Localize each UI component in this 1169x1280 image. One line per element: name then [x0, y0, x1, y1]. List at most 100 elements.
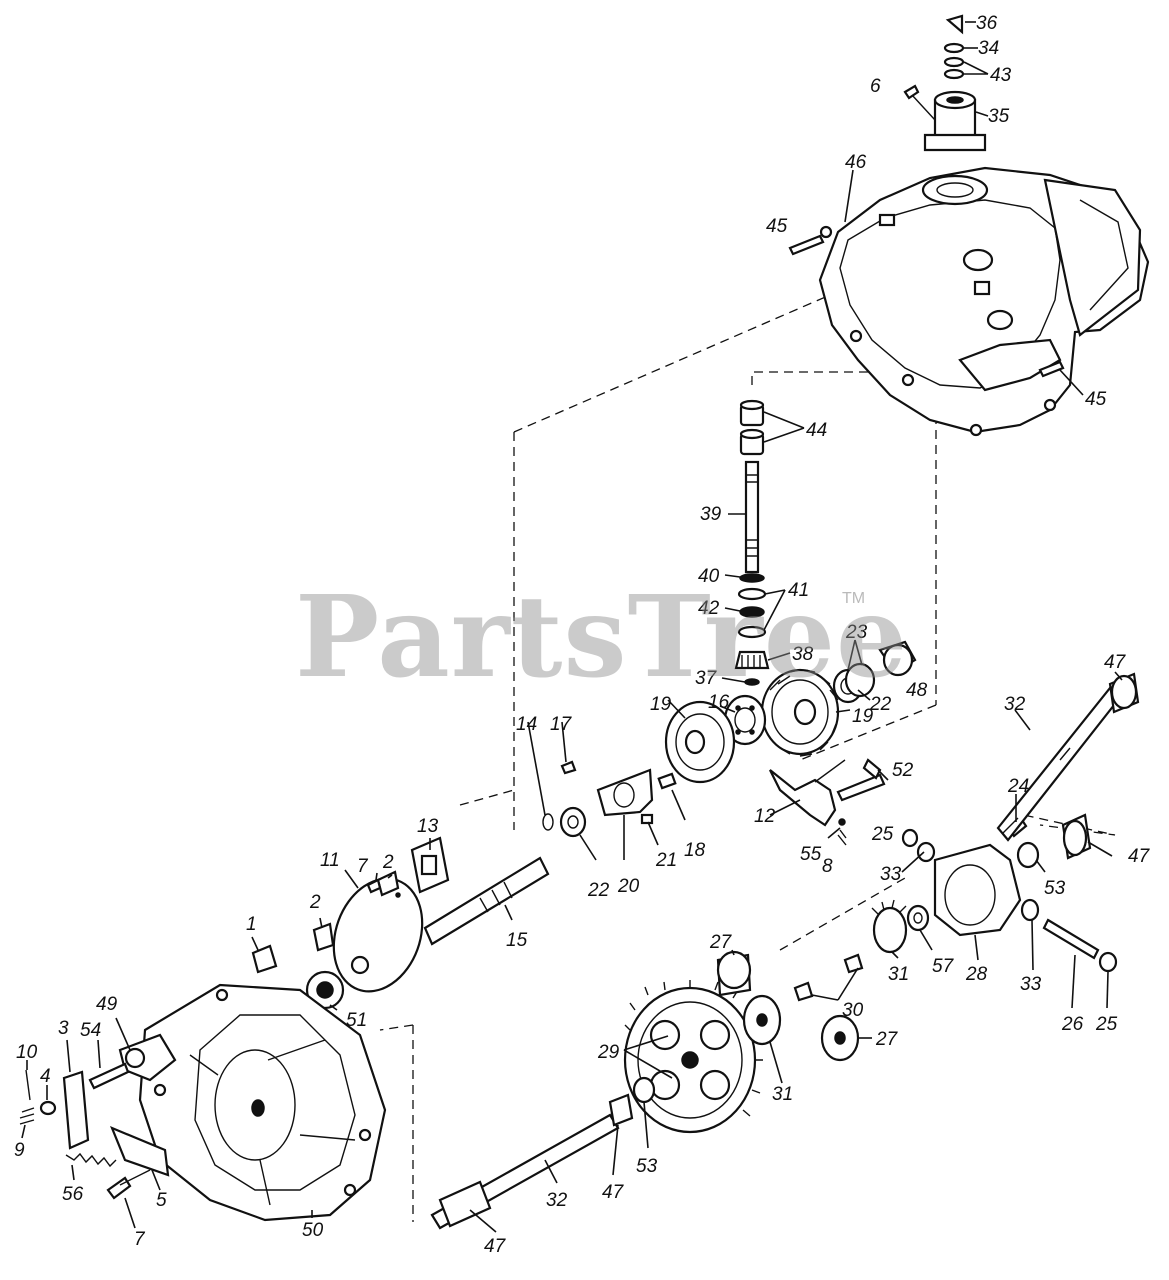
callout-7-lower: 7: [134, 1229, 146, 1250]
clip-2-upper: [376, 870, 400, 897]
callout-6: 6: [870, 76, 881, 97]
callout-27-lower: 27: [875, 1029, 899, 1050]
shaft-15: [423, 856, 550, 946]
callout-2-lower: 2: [309, 892, 321, 913]
callout-57: 57: [932, 956, 955, 977]
sprocket-27-lower: [820, 1014, 860, 1062]
gear-16: [723, 694, 767, 746]
pins-18-21: [640, 772, 677, 825]
washers-22-23: [832, 662, 876, 704]
friction-disc-11: [332, 877, 424, 993]
callout-19-bevel: 19: [852, 706, 874, 727]
bushing-47-lower: [608, 1093, 634, 1127]
callout-12: 12: [754, 806, 776, 827]
callout-49: 49: [96, 994, 118, 1015]
shift-fork-12: [769, 759, 846, 827]
bolt-6: [903, 84, 936, 121]
callout-50: 50: [302, 1220, 324, 1241]
lever-3: [62, 1070, 90, 1150]
callout-25-lower: 25: [1095, 1014, 1118, 1035]
callout-44: 44: [806, 420, 827, 441]
bolt-7-lower: [106, 1169, 151, 1200]
callout-18: 18: [684, 840, 706, 861]
callout-52: 52: [892, 760, 914, 781]
transmission-cover-50: [138, 983, 387, 1222]
callout-36: 36: [976, 13, 998, 34]
callout-41: 41: [788, 580, 809, 601]
callout-10: 10: [16, 1042, 38, 1063]
callout-9: 9: [14, 1140, 25, 1161]
spring-10-9-4: [19, 1069, 57, 1125]
shaft-52: [836, 758, 886, 802]
callout-56: 56: [62, 1184, 84, 1205]
callout-31-upper: 31: [888, 964, 909, 985]
collar-35: [923, 90, 987, 152]
callout-1: 1: [246, 914, 257, 935]
big-gear-29: [623, 980, 763, 1134]
callout-29: 29: [597, 1042, 620, 1063]
callout-17: 17: [550, 714, 573, 735]
callout-46: 46: [845, 152, 867, 173]
pinion-gear-38: [734, 650, 770, 686]
bushing-47-top: [1108, 672, 1140, 714]
callout-53-lower: 53: [636, 1156, 658, 1177]
callout-13: 13: [417, 816, 439, 837]
washer-53-upper: [1016, 841, 1040, 869]
callout-53-upper: 53: [1044, 878, 1066, 899]
plate-5: [109, 1125, 170, 1177]
callout-30: 30: [842, 1000, 864, 1021]
clip-2-lower: [312, 922, 335, 952]
washers-33-25: [901, 828, 1118, 973]
callout-11: 11: [320, 850, 340, 871]
sprocket-19: [664, 700, 736, 784]
trademark-mark: TM: [842, 590, 866, 607]
spring-55-8: [837, 818, 847, 846]
washer-53-lower: [632, 1076, 656, 1104]
housing-28: [933, 843, 1022, 937]
callout-40: 40: [698, 566, 720, 587]
callout-45-lower: 45: [1085, 389, 1107, 410]
callout-4: 4: [40, 1066, 51, 1087]
callout-5: 5: [156, 1190, 167, 1211]
gear-31-small: [742, 994, 782, 1046]
callout-34: 34: [978, 38, 999, 59]
axle-32-lower: [430, 1113, 620, 1230]
callout-21: 21: [655, 850, 677, 871]
bushing-47-right: [1061, 813, 1092, 860]
callout-26: 26: [1061, 1014, 1084, 1035]
snap-ring-14: [542, 813, 554, 831]
key-1: [251, 944, 278, 974]
callout-37: 37: [695, 668, 718, 689]
callout-47-top: 47: [1104, 652, 1127, 673]
washer-stack-34-43-36: [943, 14, 965, 80]
callout-19-sprocket: 19: [650, 694, 672, 715]
washers-40-41-42: [737, 573, 767, 639]
bolt-7-upper: [366, 878, 382, 894]
bevel-gear-27-upper: [716, 950, 752, 997]
shaft-39: [744, 460, 760, 574]
leader-lines: [21, 21, 1123, 1233]
bolt-17: [560, 760, 577, 775]
callout-27-upper: 27: [709, 932, 733, 953]
callout-47-bottom: 47: [484, 1236, 507, 1257]
callout-16: 16: [708, 692, 730, 713]
callout-32-upper: 32: [1004, 694, 1026, 715]
nuts-30: [793, 953, 864, 1002]
collar-20: [596, 768, 654, 817]
callout-8: 8: [822, 856, 833, 877]
callout-22-lower: 22: [587, 880, 610, 901]
bushing-44: [739, 399, 765, 456]
callout-23: 23: [845, 622, 868, 643]
callout-55: 55: [800, 844, 822, 865]
callout-35: 35: [988, 106, 1010, 127]
bevel-gear-19-large: [760, 668, 840, 757]
callout-31-lower: 31: [772, 1084, 793, 1105]
assembly-dashed-lines: [379, 281, 1116, 1222]
callout-22-upper: 22: [869, 694, 892, 715]
callout-38: 38: [792, 644, 814, 665]
spring-56: [65, 1152, 117, 1168]
callout-43: 43: [990, 65, 1012, 86]
bearing-51: [305, 970, 345, 1010]
pin-45-lower: [1038, 360, 1065, 378]
